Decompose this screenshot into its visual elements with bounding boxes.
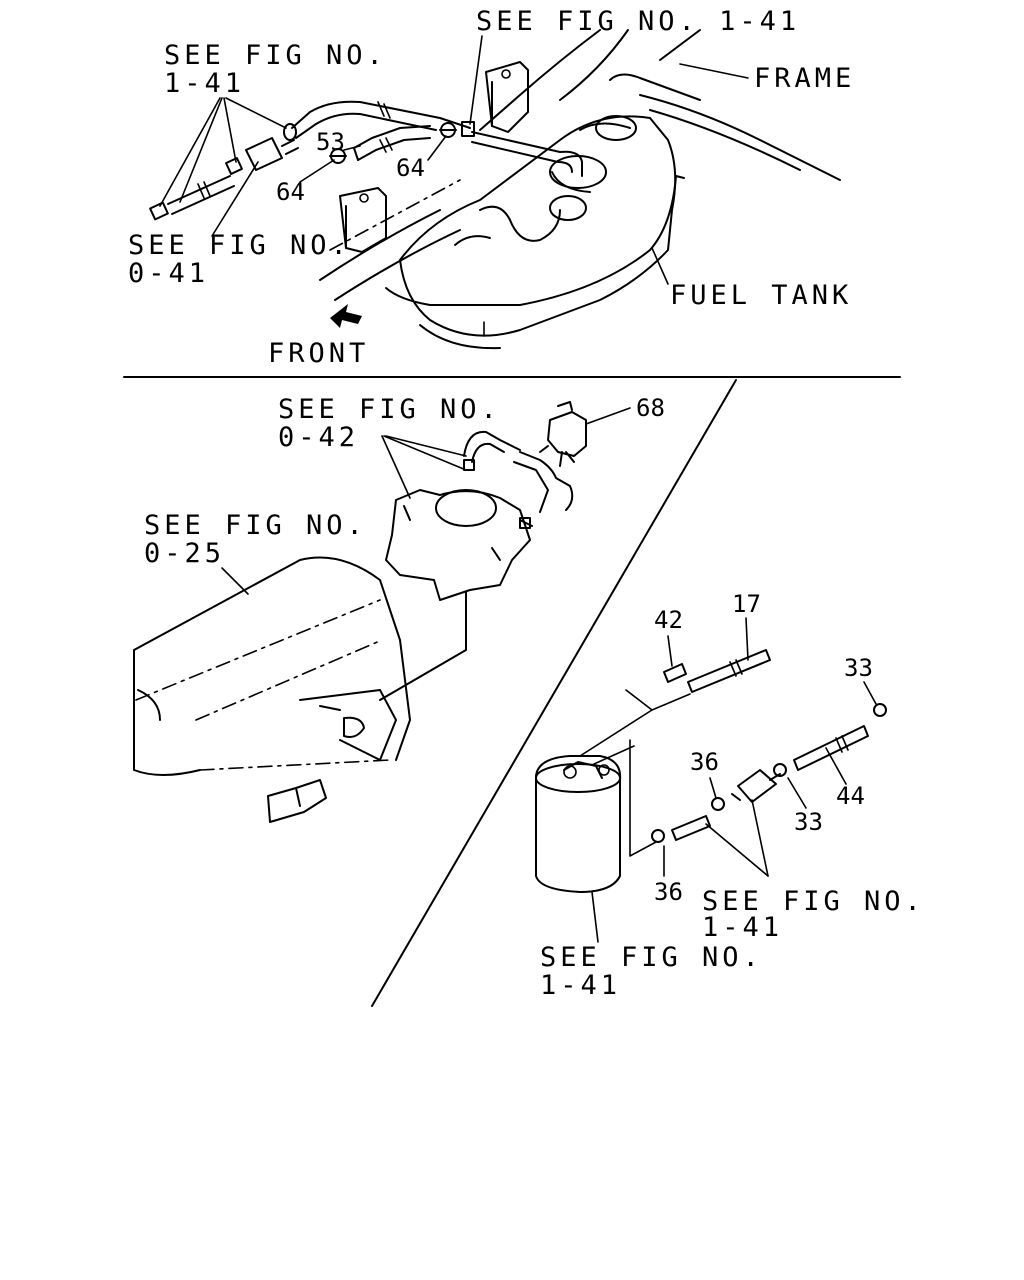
frame-rails bbox=[319, 29, 841, 301]
callout-33-bottom: 33 bbox=[794, 808, 823, 836]
label-see-fig-0-41-line1: SEE FIG NO. bbox=[128, 230, 351, 261]
short-hose bbox=[671, 815, 711, 841]
callout-17: 17 bbox=[732, 590, 761, 618]
tube-42 bbox=[663, 663, 687, 683]
diagonal-divider bbox=[371, 379, 737, 1007]
label-frame: FRAME bbox=[754, 63, 856, 94]
callout-53: 53 bbox=[316, 128, 345, 156]
label-see-fig-1-41-bottom-line1: SEE FIG NO. bbox=[540, 942, 763, 973]
clamp-top bbox=[461, 121, 475, 137]
callout-33-top: 33 bbox=[844, 654, 873, 682]
label-see-fig-0-42-line2: 0-42 bbox=[278, 422, 360, 453]
callout-42: 42 bbox=[654, 606, 683, 634]
clamp-64-left bbox=[329, 148, 347, 164]
leader-lines-middle bbox=[221, 407, 631, 595]
engine-block bbox=[133, 556, 411, 823]
connecting-pipes-lower bbox=[579, 689, 691, 857]
label-see-fig-1-41-right-line2: 1-41 bbox=[702, 912, 784, 943]
left-hose-assembly bbox=[149, 123, 299, 221]
hose-44 bbox=[793, 725, 869, 771]
label-see-fig-0-42-line1: SEE FIG NO. bbox=[278, 394, 501, 425]
hose-17 bbox=[687, 649, 771, 693]
callout-64-left: 64 bbox=[276, 178, 305, 206]
leader-lines-lower bbox=[591, 617, 877, 943]
label-front: FRONT bbox=[268, 338, 370, 369]
canister bbox=[535, 755, 622, 893]
label-see-fig-0-41-line2: 0-41 bbox=[128, 258, 210, 289]
vacuum-hoses-upper bbox=[463, 430, 574, 529]
callout-44: 44 bbox=[836, 782, 865, 810]
label-see-fig-1-41-bottom-line2: 1-41 bbox=[540, 970, 622, 1001]
vent-hose-assembly bbox=[291, 100, 583, 177]
callout-64-right: 64 bbox=[396, 154, 425, 182]
label-see-fig-1-41-top: SEE FIG NO. 1-41 bbox=[476, 6, 801, 37]
frame-bracket-top bbox=[485, 61, 529, 133]
leader-lines-top bbox=[159, 35, 749, 285]
clamp-64-right bbox=[439, 122, 457, 138]
label-see-fig-1-41-left-line2: 1-41 bbox=[164, 68, 246, 99]
throttle-body bbox=[379, 489, 533, 701]
label-fuel-tank: FUEL TANK bbox=[670, 280, 853, 311]
clamps-lower bbox=[651, 703, 887, 843]
label-see-fig-1-41-right-line1: SEE FIG NO. bbox=[702, 886, 925, 917]
front-arrow bbox=[330, 304, 362, 328]
fuel-tank-shape bbox=[385, 115, 685, 350]
callout-36-bottom: 36 bbox=[654, 878, 683, 906]
label-see-fig-0-25-line1: SEE FIG NO. bbox=[144, 510, 367, 541]
callout-68: 68 bbox=[636, 394, 665, 422]
callout-36-top: 36 bbox=[690, 748, 719, 776]
vacuum-switching-valve-68 bbox=[539, 401, 587, 467]
check-valve bbox=[731, 769, 781, 803]
frame-bracket-bottom bbox=[339, 187, 387, 253]
label-see-fig-1-41-left-line1: SEE FIG NO. bbox=[164, 40, 387, 71]
label-see-fig-0-25-line2: 0-25 bbox=[144, 538, 226, 569]
